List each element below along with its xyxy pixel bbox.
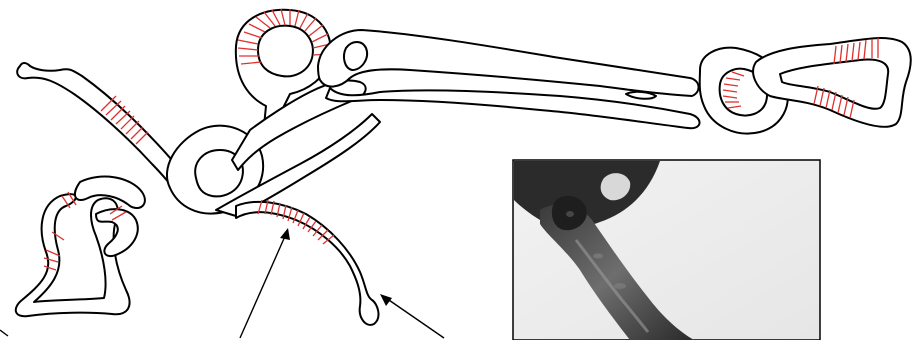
arrowhead-right bbox=[380, 294, 392, 306]
pointer-line-left bbox=[0, 330, 8, 336]
lower-right-arm bbox=[236, 202, 378, 325]
long-bar bbox=[318, 30, 700, 128]
pointer-line-right bbox=[386, 298, 444, 338]
pointer-line-middle bbox=[240, 234, 286, 338]
arrowhead-middle bbox=[280, 228, 290, 240]
right-links bbox=[700, 38, 911, 133]
left-lower-loops bbox=[16, 177, 145, 317]
photo-inset bbox=[513, 160, 820, 340]
